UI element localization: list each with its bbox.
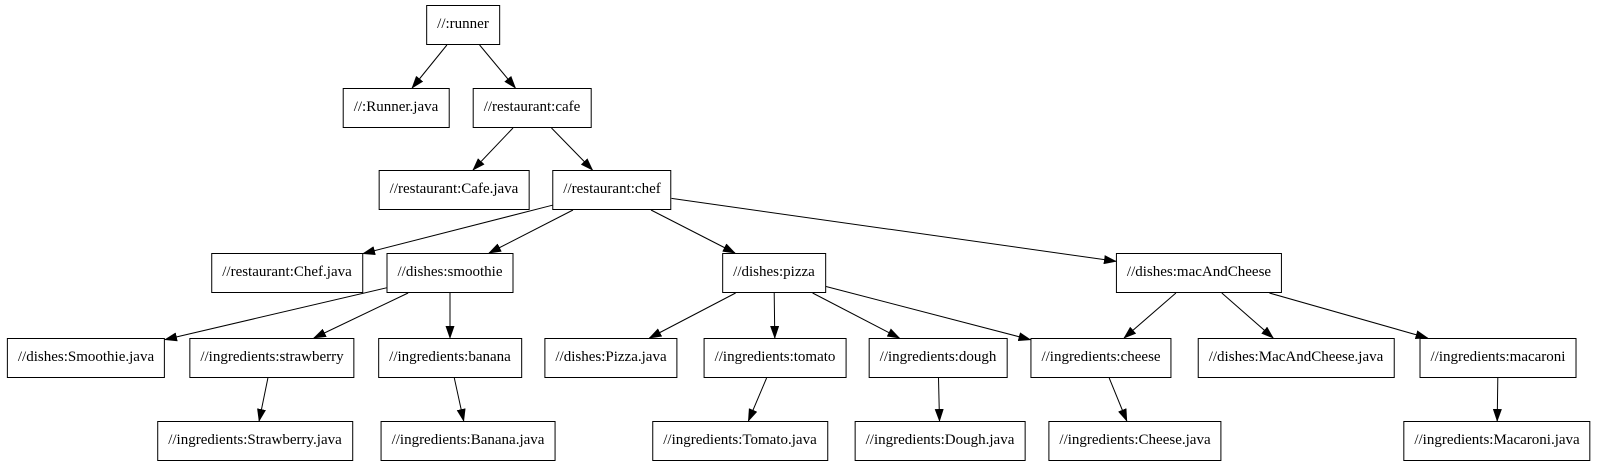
graph-node-cafe_java: //restaurant:Cafe.java	[378, 170, 530, 210]
graph-node-macaroni: //ingredients:macaroni	[1419, 338, 1577, 378]
edge-pizza-to-pizza_java	[648, 292, 736, 339]
edge-cafe-to-cafe_java	[472, 127, 514, 171]
graph-node-cheese_java: //ingredients:Cheese.java	[1048, 421, 1222, 461]
graph-node-dough: //ingredients:dough	[868, 338, 1008, 378]
graph-node-tomato_java: //ingredients:Tomato.java	[652, 421, 828, 461]
graph-node-macandcheese: //dishes:macAndCheese	[1115, 253, 1283, 293]
graph-node-banana_java: //ingredients:Banana.java	[380, 421, 556, 461]
graph-node-cafe: //restaurant:cafe	[472, 88, 592, 128]
edge-banana-to-banana_java	[453, 377, 466, 422]
graph-node-pizza: //dishes:pizza	[722, 253, 826, 293]
edge-chef-to-smoothie	[488, 209, 574, 254]
graph-node-strawberry_java: //ingredients:Strawberry.java	[157, 421, 353, 461]
graph-node-runner_java: //:Runner.java	[342, 88, 450, 128]
edge-runner-to-cafe	[479, 44, 517, 89]
edge-macandcheese-to-macandcheese_java	[1221, 292, 1274, 339]
edge-tomato-to-tomato_java	[747, 377, 768, 422]
edge-pizza-to-cheese	[825, 286, 1032, 342]
edge-runner-to-runner_java	[411, 44, 448, 89]
edge-dough-to-dough_java	[934, 377, 944, 422]
graph-node-banana: //ingredients:banana	[378, 338, 522, 378]
graph-node-smoothie_java: //dishes:Smoothie.java	[6, 338, 166, 378]
edge-strawberry-to-strawberry_java	[257, 377, 269, 422]
graph-node-dough_java: //ingredients:Dough.java	[854, 421, 1026, 461]
graph-node-pizza_java: //dishes:Pizza.java	[544, 338, 678, 378]
graph-node-strawberry: //ingredients:strawberry	[189, 338, 355, 378]
graph-node-runner: //:runner	[426, 5, 500, 45]
edge-smoothie-to-strawberry	[312, 292, 409, 339]
edge-chef-to-chef_java	[362, 204, 553, 255]
edge-cafe-to-chef	[551, 127, 594, 171]
graph-node-chef: //restaurant:chef	[552, 170, 672, 210]
edge-pizza-to-dough	[812, 292, 901, 339]
edge-pizza-to-tomato	[770, 292, 780, 339]
edge-smoothie-to-smoothie_java	[164, 287, 387, 342]
graph-node-macandcheese_java: //dishes:MacAndCheese.java	[1197, 338, 1395, 378]
edge-cheese-to-cheese_java	[1108, 377, 1128, 422]
edge-macaroni-to-macaroni_java	[1492, 377, 1502, 422]
graph-node-chef_java: //restaurant:Chef.java	[211, 253, 363, 293]
edge-macandcheese-to-macaroni	[1269, 292, 1429, 340]
graph-node-cheese: //ingredients:cheese	[1030, 338, 1172, 378]
edge-chef-to-macandcheese	[671, 197, 1117, 265]
edge-chef-to-pizza	[650, 209, 736, 254]
graph-node-macaroni_java: //ingredients:Macaroni.java	[1403, 421, 1591, 461]
edge-macandcheese-to-cheese	[1123, 292, 1177, 339]
graph-node-smoothie: //dishes:smoothie	[386, 253, 514, 293]
graph-node-tomato: //ingredients:tomato	[703, 338, 847, 378]
